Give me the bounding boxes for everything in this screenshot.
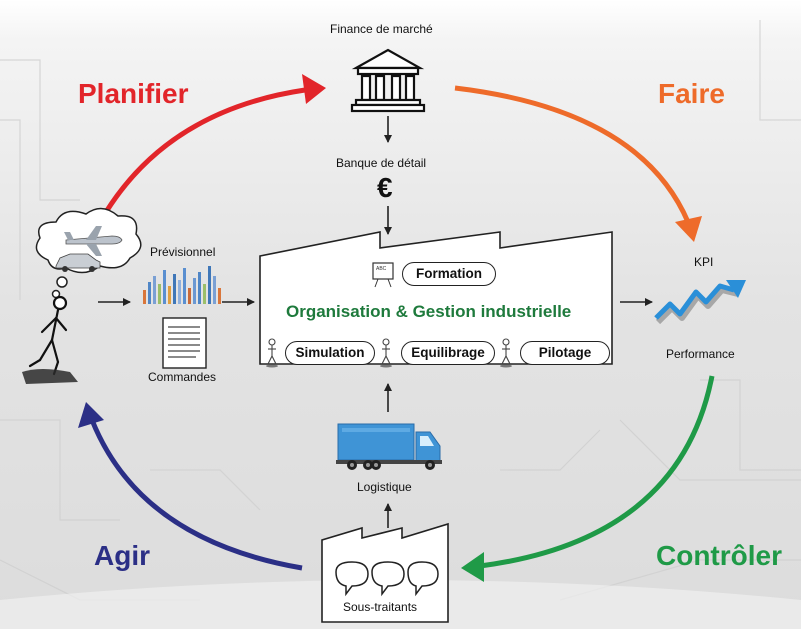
figure-shadow <box>22 369 78 384</box>
growth-arrow-icon <box>654 280 746 325</box>
document-icon <box>162 317 207 369</box>
formation-pill: Formation <box>402 262 496 286</box>
phase-planifier: Planifier <box>78 78 189 109</box>
performance-label: Performance <box>666 347 735 361</box>
finance-marche-label: Finance de marché <box>330 22 433 36</box>
factory-title: Organisation & Gestion industrielle <box>286 302 572 321</box>
sous-traitants-label: Sous-traitants <box>343 600 418 614</box>
phase-controler: Contrôler <box>656 540 782 571</box>
simulation-pill: Simulation <box>285 341 375 365</box>
worker-icon <box>380 338 392 368</box>
commandes-label: Commandes <box>148 370 217 384</box>
pilotage-pill: Pilotage <box>520 341 610 365</box>
bank-icon <box>350 48 426 113</box>
worker-icon <box>500 338 512 368</box>
faire-arrow <box>454 85 691 223</box>
agir-arrow <box>89 419 303 571</box>
banque-detail-label: Banque de détail <box>336 156 427 170</box>
phase-faire: Faire <box>658 78 725 109</box>
equilibrage-pill: Equilibrage <box>401 341 495 365</box>
logistique-label: Logistique <box>357 480 412 494</box>
stick-figure-icon <box>28 295 68 376</box>
faire-arrowhead <box>675 216 702 242</box>
bar-chart-icon <box>143 266 221 304</box>
board-text: ABC <box>376 266 387 272</box>
kpi-label: KPI <box>694 255 714 269</box>
teacher-board-icon <box>372 262 394 288</box>
factory-icon <box>259 231 613 365</box>
truck-icon <box>336 423 442 470</box>
controler-arrowhead <box>461 552 484 582</box>
planifier-arrow <box>103 87 306 214</box>
planifier-arrowhead <box>302 74 326 104</box>
plane-icon <box>64 226 123 256</box>
agir-arrowhead <box>78 402 104 428</box>
worker-icon <box>266 338 278 368</box>
previsionnel-label: Prévisionnel <box>150 245 216 259</box>
controler-arrow <box>479 375 715 569</box>
speech-bubbles-icon <box>335 561 439 597</box>
euro-icon: € <box>377 172 393 203</box>
phase-agir: Agir <box>94 540 150 571</box>
thought-cloud-icon <box>35 207 142 299</box>
car-icon <box>55 253 101 272</box>
